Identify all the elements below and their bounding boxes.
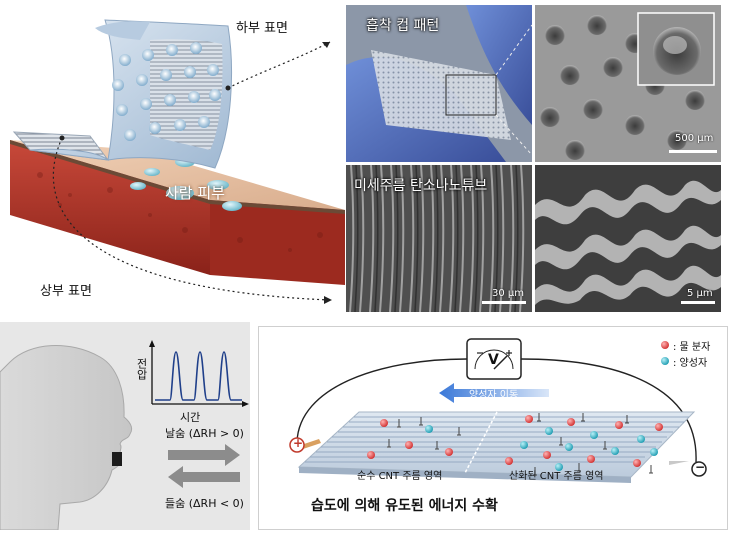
sem-cups-svg bbox=[535, 5, 721, 162]
wire-right bbox=[520, 358, 697, 463]
sem-wrinkle-low-svg bbox=[346, 165, 532, 312]
label-cnt-wrinkle: 미세주름 탄소나노튜브 bbox=[354, 178, 488, 194]
photo-patch-in-hand: 흡착 컵 패턴 bbox=[346, 5, 532, 162]
legend-water-icon bbox=[661, 341, 669, 349]
scale-5um: 5 μm bbox=[687, 288, 713, 299]
negative-terminal bbox=[691, 461, 707, 477]
exhale-arrow bbox=[168, 444, 240, 466]
film-suction-cups bbox=[112, 42, 221, 141]
label-skin: 사람 피부 bbox=[165, 184, 225, 202]
harvesting-caption: 습도에 의해 유도된 에너지 수확 bbox=[311, 498, 498, 514]
label-exhale: 날숨 (ΔRH > 0) bbox=[165, 427, 244, 440]
sem-wrinkle-high-svg bbox=[535, 165, 721, 312]
skin-front-face bbox=[10, 140, 210, 275]
proton-flow-arrow bbox=[439, 383, 549, 403]
device-illustration-svg bbox=[10, 19, 345, 304]
positive-sign: + bbox=[293, 436, 304, 450]
x-label-time: 시간 bbox=[180, 411, 201, 424]
label-suction-cup-pattern: 흡착 컵 패턴 bbox=[366, 18, 440, 34]
inhale-arrow bbox=[168, 466, 240, 488]
voltage-pulse-trace bbox=[155, 351, 242, 401]
skin-side-face bbox=[210, 200, 345, 285]
scale-500um: 500 μm bbox=[675, 133, 714, 144]
voltmeter-symbol: V bbox=[488, 352, 499, 368]
positive-terminal bbox=[289, 437, 305, 453]
patch-photo-svg bbox=[346, 5, 532, 162]
cnt-substrate bbox=[297, 411, 696, 478]
label-inhale: 들숨 (ΔRH < 0) bbox=[165, 497, 244, 510]
label-bottom-surface: 하부 표면 bbox=[236, 21, 288, 36]
y-label-voltage: 전압 bbox=[135, 358, 148, 380]
pure-cnt-region-label: 순수 CNT 주름 영역 bbox=[357, 471, 443, 482]
legend-proton-label: : 양성자 bbox=[673, 358, 708, 369]
device-under-nose bbox=[112, 452, 122, 466]
harvesting-panel: V : 물 분자 : 양성자 양성자 이동 + − 순수 CNT 주름 영역 산… bbox=[258, 326, 728, 530]
legend-water-label: : 물 분자 bbox=[673, 342, 711, 353]
leader-top-surface bbox=[52, 137, 331, 301]
oxidized-cnt-region-label: 산화된 CNT 주름 영역 bbox=[509, 471, 604, 482]
proton-flow-label: 양성자 이동 bbox=[469, 390, 519, 401]
voltmeter bbox=[466, 338, 522, 380]
label-top-surface: 상부 표면 bbox=[40, 284, 92, 299]
sem-cnt-wrinkles-lowmag: 미세주름 탄소나노튜브 30 μm bbox=[346, 165, 532, 312]
negative-sign: − bbox=[695, 460, 706, 474]
scale-30um: 30 μm bbox=[492, 288, 525, 299]
leader-bottom-surface bbox=[227, 41, 331, 89]
sem-suction-cups: 500 μm bbox=[535, 5, 721, 162]
breathing-panel: 전압 시간 날숨 (ΔRH > 0) 들숨 (ΔRH < 0) bbox=[0, 322, 250, 531]
wire-left bbox=[296, 358, 468, 443]
device-illustration bbox=[0, 0, 345, 315]
legend-proton-icon bbox=[661, 357, 669, 365]
harvesting-svg bbox=[289, 338, 707, 483]
breathing-svg bbox=[0, 340, 249, 531]
sem-cnt-wrinkles-highmag: 5 μm bbox=[535, 165, 721, 312]
